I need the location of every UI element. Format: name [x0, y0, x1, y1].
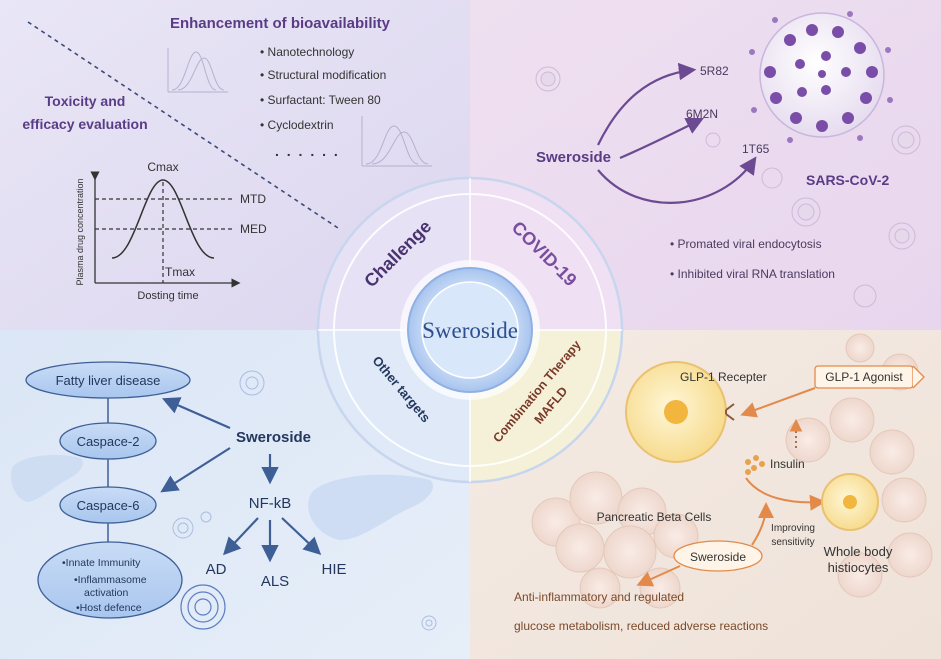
glp1-receptor-label: GLP-1 Recepter: [680, 370, 767, 384]
als-label: ALS: [261, 573, 289, 590]
hie-label: HIE: [321, 561, 346, 578]
toxicity-title-line1: Toxicity and: [45, 93, 126, 109]
tmax-label: Tmax: [165, 265, 195, 279]
covid-effect: • Promated viral endocytosis: [670, 237, 822, 251]
beta-cells-label: Pancreatic Beta Cells: [597, 510, 712, 524]
bioavailability-title: Enhancement of bioavailability: [170, 15, 391, 32]
anti-inflammatory-line1: Anti-inflammatory and regulated: [514, 590, 684, 604]
covid-sweroside-label: Sweroside: [536, 149, 611, 166]
concentration-curve: [111, 179, 215, 259]
sars-cov-2-virus-icon: [749, 11, 893, 143]
whole-body-label-line1: Whole body: [824, 544, 893, 559]
covid-target-arrows: [597, 62, 757, 204]
histiocyte-nucleus: [843, 495, 857, 509]
bio-item: • Structural modification: [260, 68, 386, 82]
sweroside-to-sensitivity-arrow: [751, 502, 774, 546]
glp1-receptor-icon: [725, 403, 735, 421]
whole-body-label-line2: histiocytes: [828, 560, 889, 575]
other-target-arrows: [160, 397, 322, 563]
bio-item: • Cyclodextrin: [260, 118, 334, 132]
release-curve-icon: [167, 48, 228, 93]
immunity-item: activation: [84, 587, 129, 599]
pathogen-icon: [172, 370, 437, 631]
other-sweroside-label: Sweroside: [236, 429, 311, 446]
immunity-item: •Host defence: [76, 602, 142, 614]
combo-sweroside-node: [673, 540, 763, 572]
improving-label-line1: Improving: [771, 523, 815, 534]
bio-item: • Nanotechnology: [260, 45, 354, 59]
improving-label-line2: sensitivity: [771, 537, 814, 548]
sweroside-to-effects-arrow: [636, 565, 681, 587]
pk-chart: Cmax MTD MED Tmax Dosting time Plasma dr…: [75, 160, 267, 302]
insulin-label: Insulin: [770, 457, 805, 471]
virus-icon: [498, 66, 921, 308]
target-6m2n: 6M2N: [686, 107, 718, 121]
glp1-agonist-label: GLP-1 Agonist: [825, 370, 903, 384]
pk-y-label: Plasma drug concentration: [75, 178, 85, 285]
center-title: Sweroside: [422, 318, 518, 343]
ad-label: AD: [206, 561, 227, 578]
caspace-6-label: Caspace-6: [77, 498, 140, 513]
beta-cell-nucleus: [664, 400, 688, 424]
fatty-liver-label: Fatty liver disease: [56, 373, 161, 388]
insulin-granules-icon: [745, 455, 765, 475]
anti-inflammatory-line2: glucose metabolism, reduced adverse reac…: [514, 619, 768, 633]
bio-item: • Surfactant: Tween 80: [260, 93, 381, 107]
agonist-to-receptor-arrow: [740, 387, 816, 418]
target-1t65: 1T65: [742, 142, 770, 156]
glp1-agonist-box-tip: [912, 365, 925, 389]
insulin-to-histiocyte-arrow: [745, 477, 826, 511]
combo-sweroside-label: Sweroside: [690, 550, 746, 564]
covid-effect: • Inhibited viral RNA translation: [670, 267, 835, 281]
toxicity-title-line2: efficacy evaluation: [22, 116, 147, 132]
center-disc: [316, 176, 624, 484]
pk-x-label: Dosting time: [137, 290, 198, 302]
immunity-item: •Innate Immunity: [62, 557, 141, 569]
nfkb-label: NF-kB: [249, 495, 292, 512]
immunity-item: •Inflammasome: [74, 574, 147, 586]
liver-icon: [308, 474, 434, 540]
target-5r82: 5R82: [700, 64, 729, 78]
liver-icon: [10, 455, 83, 502]
cmax-label: Cmax: [147, 160, 178, 174]
sars-cov-2-label: SARS-CoV-2: [806, 172, 889, 188]
divider-dashed-line: [27, 21, 339, 229]
caspace-2-label: Caspace-2: [77, 434, 140, 449]
med-label: MED: [240, 222, 267, 236]
histiocyte-cell-cluster: [785, 333, 933, 598]
immunity-node: [37, 541, 183, 619]
release-curve-icon: [361, 116, 432, 167]
ellipsis-dots: . . . . . .: [275, 143, 340, 159]
pathogen-icon: [180, 584, 226, 630]
mtd-label: MTD: [240, 192, 266, 206]
